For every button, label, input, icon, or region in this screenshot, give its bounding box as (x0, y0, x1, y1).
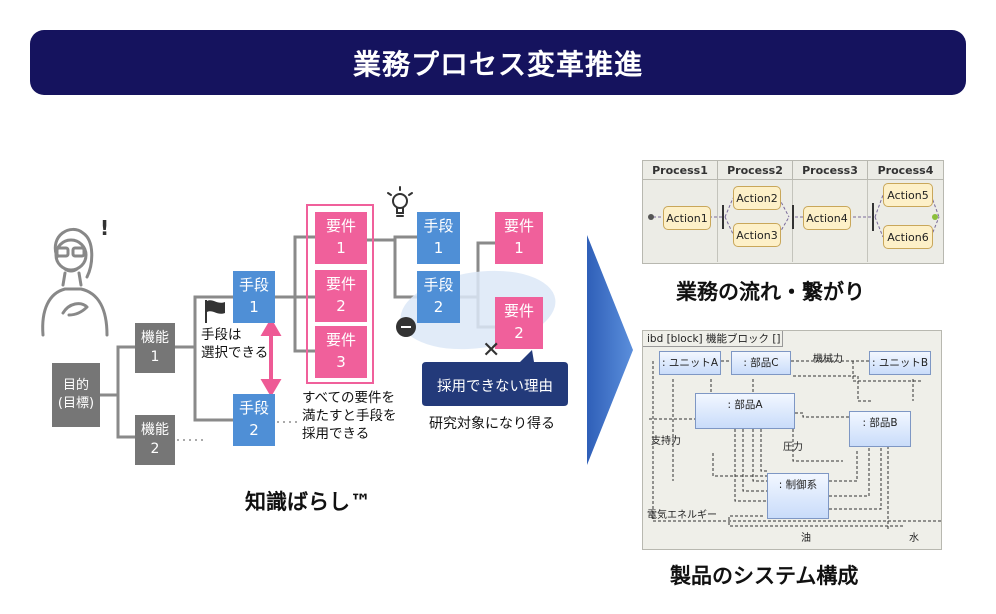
ibd-label-electric: 電気エネルギー (647, 510, 717, 521)
ibd-block-part-a: : 部品A (695, 393, 795, 429)
exclamation-icon: ! (100, 216, 110, 240)
means-box-l2-1: 手段 1 (417, 212, 460, 264)
ibd-label-mechanical: 機械力 (813, 354, 843, 365)
means-label-2: 手段 2 (238, 399, 269, 439)
function-box-2: 機能 2 (135, 415, 175, 465)
action-5: Action5 (883, 183, 933, 207)
action-2: Action2 (733, 186, 781, 210)
lightbulb-icon (387, 186, 413, 217)
requirement-l2-box-2: 要件 2 (495, 297, 543, 349)
function-label-2: 機能 2 (141, 422, 169, 457)
action-6: Action6 (883, 225, 933, 249)
ibd-label-pressure: 圧力 (783, 442, 803, 453)
ibd-header: ibd [block] 機能ブロック [] (643, 331, 783, 347)
lane-body-3 (793, 180, 868, 262)
means-label-1: 手段 1 (238, 276, 269, 316)
requirement-group-outline (306, 204, 374, 384)
requirement-label-3: 要件 3 (325, 331, 356, 371)
action-4: Action4 (803, 206, 851, 230)
goal-box: 目的 (目標) (52, 363, 100, 427)
lane-header-4: Process4 (868, 161, 943, 180)
ibd-flow-lines (649, 360, 941, 531)
note-research: 研究対象になり得る (429, 416, 555, 432)
ibd-label-oil: 油 (801, 533, 811, 544)
requirement-box-2: 要件 2 (315, 270, 367, 322)
ibd-panel: ibd [block] 機能ブロック [] : ユニット (642, 330, 942, 550)
lane-header-3: Process3 (793, 161, 868, 180)
requirement-l2-label-2: 要件 2 (503, 302, 534, 342)
process-flow-lines (648, 194, 940, 238)
callout-text: 採用できない理由 (437, 378, 553, 395)
requirement-label-2: 要件 2 (325, 275, 356, 315)
lane-body-1 (643, 180, 718, 262)
callout-shape (422, 350, 568, 406)
action-3: Action3 (733, 223, 781, 247)
note-means-selectable: 手段は 選択できる (201, 327, 269, 362)
person-icon (41, 227, 109, 337)
banner-title: 業務プロセス変革推進 (30, 30, 966, 95)
ibd-label-support: 支持力 (651, 436, 681, 447)
minus-icon (396, 317, 416, 337)
requirement-label-1: 要件 1 (325, 217, 356, 257)
requirement-l2-box-1: 要件 1 (495, 212, 543, 264)
means-box-1: 手段 1 (233, 271, 275, 323)
action-1: Action1 (663, 206, 711, 230)
requirement-box-3: 要件 3 (315, 326, 367, 378)
ibd-block-unit-a: : ユニットA (659, 351, 721, 375)
cross-icon: ✕ (482, 338, 501, 363)
requirement-l2-label-1: 要件 1 (503, 217, 534, 257)
goal-label: 目的 (目標) (57, 378, 95, 411)
ibd-block-part-c: : 部品C (731, 351, 791, 375)
caption-knowledge: 知識ばらし™ (245, 490, 371, 514)
ibd-label-water: 水 (909, 533, 919, 544)
chevron-arrow-icon (587, 235, 633, 465)
ibd-block-unit-b: : ユニットB (869, 351, 931, 375)
ibd-block-control: : 制御系 (767, 473, 829, 519)
caption-system: 製品のシステム構成 (670, 564, 859, 588)
ibd-block-part-b: : 部品B (849, 411, 911, 447)
means-box-2: 手段 2 (233, 394, 275, 446)
lane-header-1: Process1 (643, 161, 718, 180)
means-l2-label-2: 手段 2 (423, 276, 454, 316)
caption-process: 業務の流れ・繋がり (676, 280, 865, 304)
process-panel: Process1 Process2 Process3 Process4 Acti… (642, 160, 944, 264)
flag-icon (205, 300, 225, 323)
lane-header-2: Process2 (718, 161, 793, 180)
note-all-requirements: すべての要件を 満たすと手段を 採用できる (302, 390, 397, 443)
function-box-1: 機能 1 (135, 323, 175, 373)
function-label-1: 機能 1 (141, 330, 169, 365)
means-l2-label-1: 手段 1 (423, 217, 454, 257)
requirement-box-1: 要件 1 (315, 212, 367, 264)
means-box-l2-2: 手段 2 (417, 271, 460, 323)
